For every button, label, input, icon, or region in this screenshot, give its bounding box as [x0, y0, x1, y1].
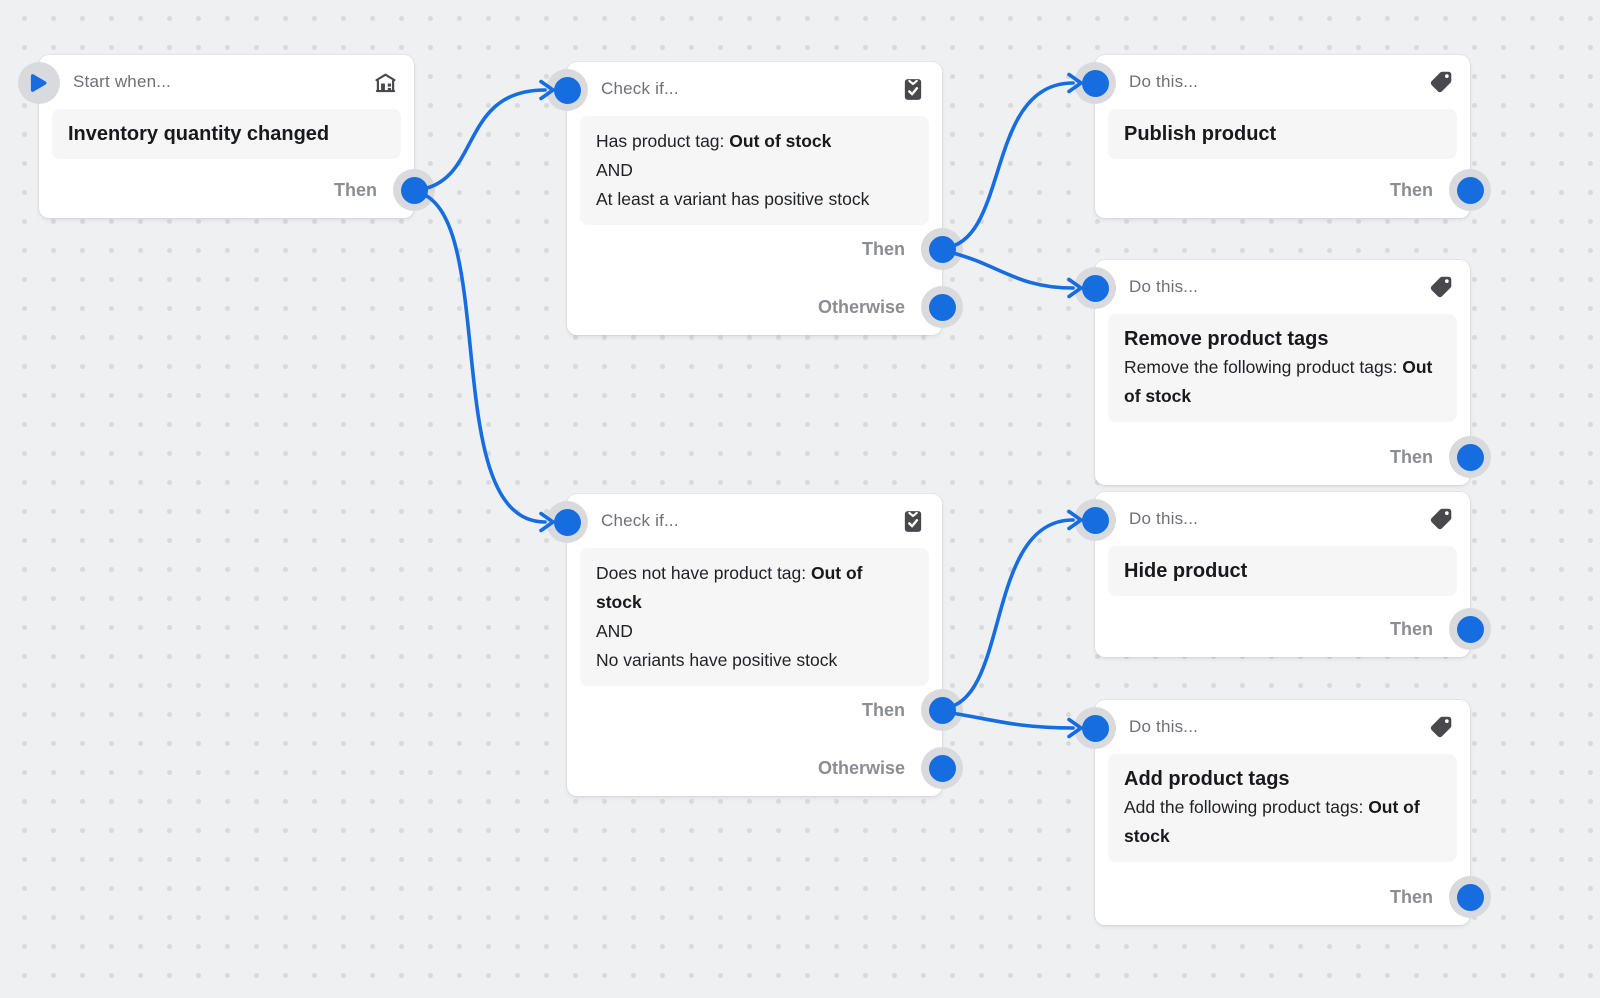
- remove-tags-input-port[interactable]: [1074, 267, 1116, 309]
- condition-line: AND: [596, 621, 633, 641]
- condition1-then-port[interactable]: [921, 228, 963, 270]
- play-icon: [30, 74, 47, 92]
- edge-check1-to-publish: [943, 81, 1075, 250]
- action-description: Add the following product tags: Out of s…: [1124, 797, 1420, 846]
- then-label: Then: [862, 700, 905, 720]
- action-title: Publish product: [1124, 123, 1277, 145]
- tag-icon: [1428, 69, 1454, 95]
- publish-then-port[interactable]: [1449, 169, 1491, 211]
- card-header-label: Check if...: [601, 79, 679, 98]
- condition2-otherwise-port[interactable]: [921, 747, 963, 789]
- card-header-label: Start when...: [73, 72, 172, 91]
- action-card-publish-product[interactable]: Do this... Publish product Then: [1074, 55, 1491, 218]
- otherwise-label: Otherwise: [817, 297, 905, 317]
- condition-line: At least a variant has positive stock: [596, 189, 870, 209]
- card-header-label: Check if...: [601, 511, 679, 530]
- then-label: Then: [862, 239, 905, 259]
- edge-trigger-to-check1: [415, 88, 547, 192]
- tag-icon: [1428, 274, 1454, 300]
- card-header-label: Do this...: [1129, 72, 1199, 91]
- condition1-input-port[interactable]: [546, 69, 588, 111]
- condition-line: AND: [596, 160, 633, 180]
- hide-input-port[interactable]: [1074, 499, 1116, 541]
- then-label: Then: [1390, 180, 1433, 200]
- action-card-add-tags[interactable]: Do this... Add product tags Add the foll…: [1074, 700, 1491, 925]
- edge-trigger-to-check2: [415, 190, 547, 524]
- add-tags-then-port[interactable]: [1449, 876, 1491, 918]
- add-tags-input-port[interactable]: [1074, 707, 1116, 749]
- condition1-otherwise-port[interactable]: [921, 286, 963, 328]
- trigger-body[interactable]: Inventory quantity changed: [52, 109, 401, 159]
- store-icon: [372, 69, 398, 95]
- condition-line: Has product tag: Out of stock: [596, 131, 832, 151]
- hide-body[interactable]: Hide product: [1108, 546, 1457, 596]
- edge-check1-to-remove: [943, 249, 1075, 290]
- condition2-input-port[interactable]: [546, 501, 588, 543]
- otherwise-label: Otherwise: [817, 758, 905, 778]
- then-label: Then: [1390, 887, 1433, 907]
- clipboard-check-icon: [900, 76, 926, 102]
- then-label: Then: [334, 180, 377, 200]
- condition-card-has-tag[interactable]: Check if... Has product tag: Out of stoc…: [546, 62, 963, 335]
- hide-then-port[interactable]: [1449, 608, 1491, 650]
- condition1-body[interactable]: Has product tag: Out of stock AND At lea…: [580, 116, 929, 225]
- edge-check2-to-add: [943, 710, 1075, 730]
- condition-line: Does not have product tag: Out of stock: [596, 563, 863, 612]
- condition2-then-port[interactable]: [921, 689, 963, 731]
- remove-tags-body[interactable]: Remove product tags Remove the following…: [1108, 314, 1457, 422]
- trigger-title: Inventory quantity changed: [68, 123, 330, 145]
- card-header-label: Do this...: [1129, 717, 1199, 736]
- tag-icon: [1428, 506, 1454, 532]
- action-title: Add product tags: [1124, 768, 1290, 790]
- action-description: Remove the following product tags: Out o…: [1124, 357, 1433, 406]
- card-header-label: Do this...: [1129, 277, 1199, 296]
- remove-tags-then-port[interactable]: [1449, 436, 1491, 478]
- condition-card-no-tag[interactable]: Check if... Does not have product tag: O…: [546, 494, 963, 796]
- trigger-card[interactable]: Start when... Inventory quantity changed…: [18, 55, 435, 218]
- edge-check2-to-hide: [943, 518, 1075, 710]
- trigger-start-port[interactable]: [18, 62, 60, 104]
- publish-input-port[interactable]: [1074, 62, 1116, 104]
- then-label: Then: [1390, 447, 1433, 467]
- add-tags-body[interactable]: Add product tags Add the following produ…: [1108, 754, 1457, 862]
- condition-line: No variants have positive stock: [596, 650, 838, 670]
- card-header-label: Do this...: [1129, 509, 1199, 528]
- action-title: Remove product tags: [1124, 328, 1329, 350]
- clipboard-check-icon: [900, 508, 926, 534]
- action-card-hide-product[interactable]: Do this... Hide product Then: [1074, 492, 1491, 657]
- tag-icon: [1428, 714, 1454, 740]
- publish-body[interactable]: Publish product: [1108, 109, 1457, 159]
- trigger-then-port[interactable]: [393, 169, 435, 211]
- condition2-body[interactable]: Does not have product tag: Out of stock …: [580, 548, 929, 686]
- then-label: Then: [1390, 619, 1433, 639]
- action-title: Hide product: [1124, 560, 1248, 582]
- action-card-remove-tags[interactable]: Do this... Remove product tags Remove th…: [1074, 260, 1491, 485]
